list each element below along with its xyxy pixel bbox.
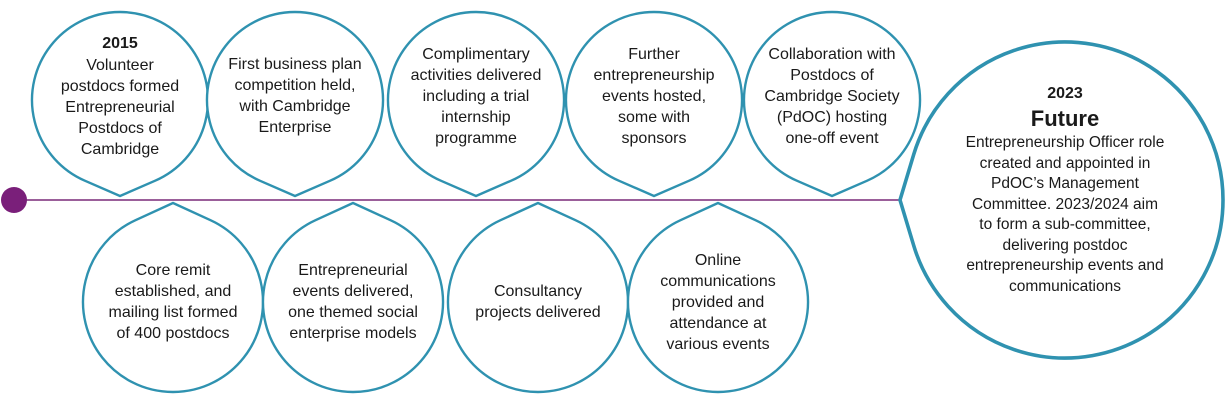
milestone-text: Consultancy projects delivered xyxy=(475,283,601,321)
milestone-top-5: Collaboration with Postdocs of Cambridge… xyxy=(752,26,912,166)
timeline-start-dot xyxy=(1,187,27,213)
milestone-text: Entrepreneurial events delivered, one th… xyxy=(288,262,418,342)
milestone-top-bubble xyxy=(205,10,385,198)
milestone-top-3: Complimentary activities delivered inclu… xyxy=(396,26,556,166)
milestone-top-bubble xyxy=(30,10,210,198)
milestone-bottom-bubble xyxy=(81,201,265,394)
milestone-text: Volunteer postdocs formed Entrepreneuria… xyxy=(60,56,180,158)
milestone-text: Core remit established, and mailing list… xyxy=(108,262,238,342)
milestone-bottom-bubble xyxy=(626,201,810,394)
future-heading: Future xyxy=(1030,106,1100,131)
milestone-future: 2023 Future Entrepreneurship Officer rol… xyxy=(945,65,1185,315)
milestone-future-bubble xyxy=(898,40,1225,360)
future-year: 2023 xyxy=(1047,85,1083,102)
milestone-text: First business plan competition held, wi… xyxy=(228,56,362,136)
future-text: Entrepreneurship Officer role created an… xyxy=(965,134,1165,295)
milestone-text: Collaboration with Postdocs of Cambridge… xyxy=(764,45,900,147)
milestone-bottom-2: Entrepreneurial events delivered, one th… xyxy=(273,237,433,367)
milestone-text: Further entrepreneurship events hosted, … xyxy=(593,45,715,147)
milestone-top-bubble xyxy=(386,10,566,198)
milestone-text: Complimentary activities delivered inclu… xyxy=(410,45,542,147)
milestone-bottom-bubble xyxy=(446,201,630,394)
milestone-text: Online communications provided and atten… xyxy=(660,251,776,353)
milestone-bottom-4: Online communications provided and atten… xyxy=(638,237,798,367)
milestone-top-4: Further entrepreneurship events hosted, … xyxy=(574,26,734,166)
milestone-bottom-3: Consultancy projects delivered xyxy=(458,237,618,367)
milestone-bottom-bubble xyxy=(261,201,445,394)
milestone-top-2: First business plan competition held, wi… xyxy=(215,26,375,166)
milestone-year: 2015 xyxy=(102,34,138,52)
milestone-bottom-1: Core remit established, and mailing list… xyxy=(93,237,253,367)
milestone-top-1: 2015 Volunteer postdocs formed Entrepren… xyxy=(40,26,200,166)
milestone-top-bubble xyxy=(742,10,922,198)
milestone-top-bubble xyxy=(564,10,744,198)
